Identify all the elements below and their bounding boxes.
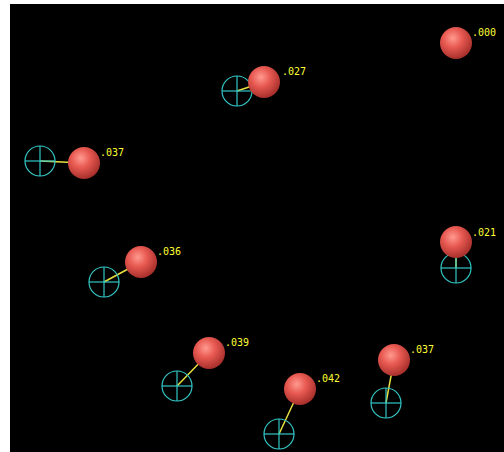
deviation-value: .021 [472,227,496,239]
deviation-value: .037 [410,344,434,356]
deviation-value: .036 [157,246,181,258]
measured-spheres [68,27,472,405]
deviation-value: .000 [472,27,496,39]
background [10,4,504,452]
target-crosshairs [25,76,471,449]
deviation-value: .042 [316,373,340,385]
deviation-value: .039 [225,337,249,349]
offset-lines [40,82,456,434]
deviation-value: .037 [100,147,124,159]
deviation-value: .027 [282,66,306,78]
